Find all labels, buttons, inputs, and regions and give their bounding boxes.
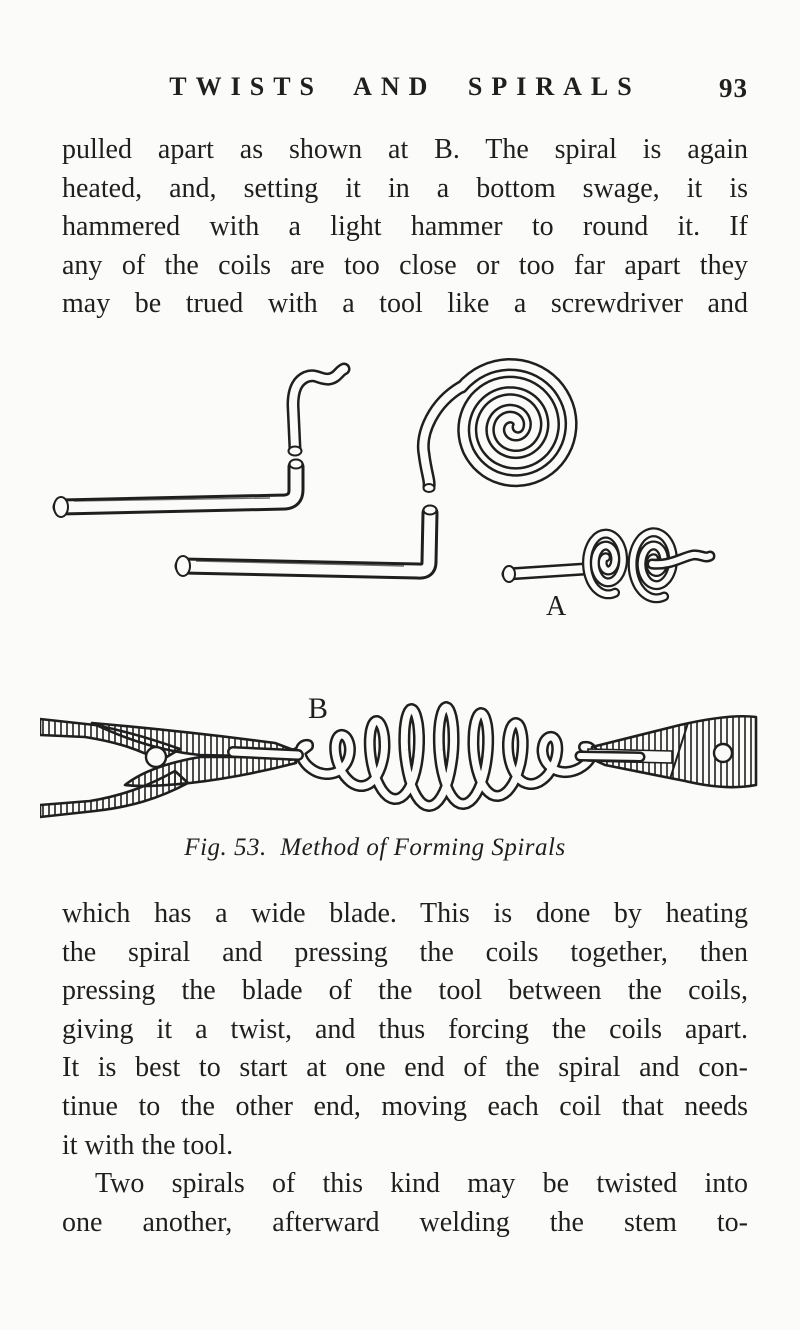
bent-rod-1 <box>52 458 305 518</box>
text-line: any of the coils are too close or too fa… <box>62 249 748 281</box>
text-line: It is best to start at one end of the sp… <box>62 1052 748 1084</box>
text-line: tinue to the other end, moving each coil… <box>62 1090 748 1122</box>
figure-rods-and-spirals: A <box>52 358 716 622</box>
page-header: TWISTS AND SPIRALS 93 <box>62 72 748 103</box>
text-line: heated, and, setting it in a bottom swag… <box>62 172 748 204</box>
left-tongs <box>40 717 304 819</box>
paragraph: which has a wide blade. This is done by … <box>62 895 748 1165</box>
stretched-spiral <box>284 701 603 812</box>
chapter-title: TWISTS AND SPIRALS <box>169 72 641 101</box>
text-line: pulled apart as shown at B. The spiral i… <box>62 134 748 165</box>
right-rivet <box>712 742 734 764</box>
body-text-bottom: which has a wide blade. This is done by … <box>62 895 748 1242</box>
bent-rod-2 <box>174 504 439 580</box>
body-text-top: pulled apart as shown at B. The spiral i… <box>62 131 748 324</box>
text-line: the spiral and pressing the coils togeth… <box>62 936 748 968</box>
left-rivet <box>144 745 168 769</box>
right-tongs <box>574 714 758 789</box>
paragraph: pulled apart as shown at B. The spiral i… <box>62 131 748 324</box>
figure-caption: Fig. 53. Method of Forming Spirals <box>184 834 566 861</box>
figure-label-a: A <box>546 591 567 622</box>
figure-label-b: B <box>308 692 328 725</box>
double-coil-a <box>501 527 716 604</box>
text-line: it with the tool. <box>62 1129 234 1161</box>
figure-tongs-spiral: B <box>40 692 758 819</box>
paragraph: Two spirals of this kind may be twisted … <box>62 1165 748 1242</box>
text-line: pressing the blade of the tool between t… <box>62 975 748 1007</box>
text-line: hammered with a light hammer to round it… <box>62 211 748 243</box>
page-number: 93 <box>719 73 748 103</box>
text-line: which has a wide blade. This is done by … <box>62 898 748 929</box>
text-line: Two spirals of this kind may be twisted … <box>95 1168 748 1200</box>
hooked-tip-piece <box>286 362 351 457</box>
text-line: may be trued with a tool like a screwdri… <box>62 288 748 320</box>
text-line: one another, afterward welding the stem … <box>62 1206 748 1238</box>
text-line: giving it a twist, and thus forcing the … <box>62 1013 748 1045</box>
flat-spiral <box>416 358 578 493</box>
